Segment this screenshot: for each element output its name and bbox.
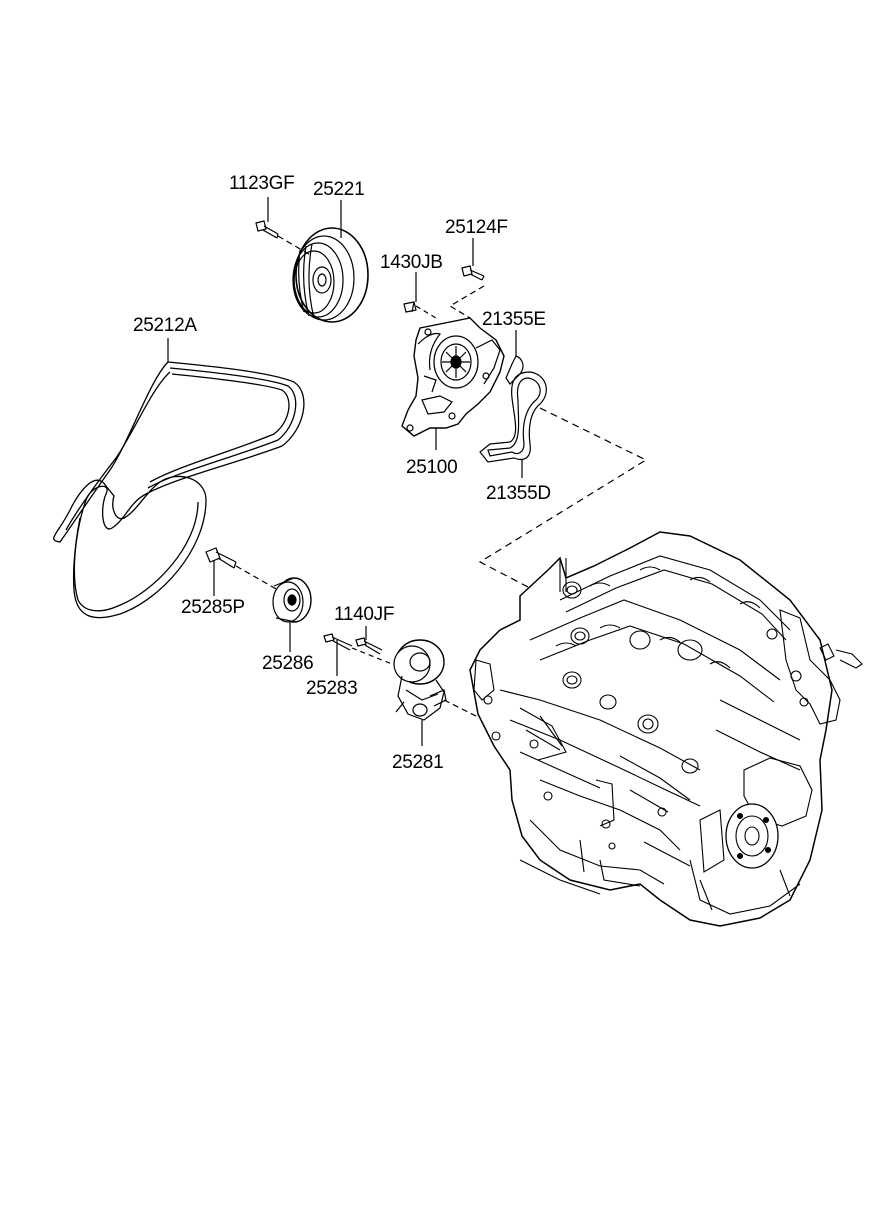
label-1123gf: 1123GF (229, 173, 295, 194)
bolt-1140jf (355, 637, 383, 655)
crankshaft-pulley-25221 (292, 227, 369, 323)
label-25283: 25283 (306, 678, 358, 699)
label-1140jf: 1140JF (334, 604, 395, 625)
engine-block (469, 531, 863, 927)
label-25124f: 25124F (445, 217, 508, 238)
label-25285p: 25285P (181, 597, 245, 618)
bolt-25124f (461, 265, 485, 281)
label-25221: 25221 (313, 179, 365, 200)
idler-pulley-25286 (272, 577, 312, 623)
dashed-guide-bolts (351, 647, 393, 665)
bolt-25285p (205, 547, 279, 591)
dowel-pin-1430jb (403, 301, 437, 319)
bolt-25283 (323, 633, 353, 651)
drive-belt-25212a (53, 361, 305, 619)
water-pump-25100 (401, 317, 505, 437)
dashed-guide-25124f (448, 285, 485, 319)
label-25212a: 25212A (133, 315, 197, 336)
label-25281: 25281 (392, 752, 444, 773)
label-25286: 25286 (262, 653, 314, 674)
dashed-guide-water-pump (478, 407, 648, 589)
label-25100: 25100 (406, 457, 458, 478)
label-21355e: 21355E (482, 309, 546, 330)
bolt-1123gf (255, 220, 313, 257)
label-1430jb: 1430JB (380, 252, 443, 273)
belt-tensioner-25281 (393, 639, 447, 721)
gasket-21355d (479, 371, 547, 463)
o-ring-21355e (505, 355, 524, 385)
label-21355d: 21355D (486, 483, 551, 504)
